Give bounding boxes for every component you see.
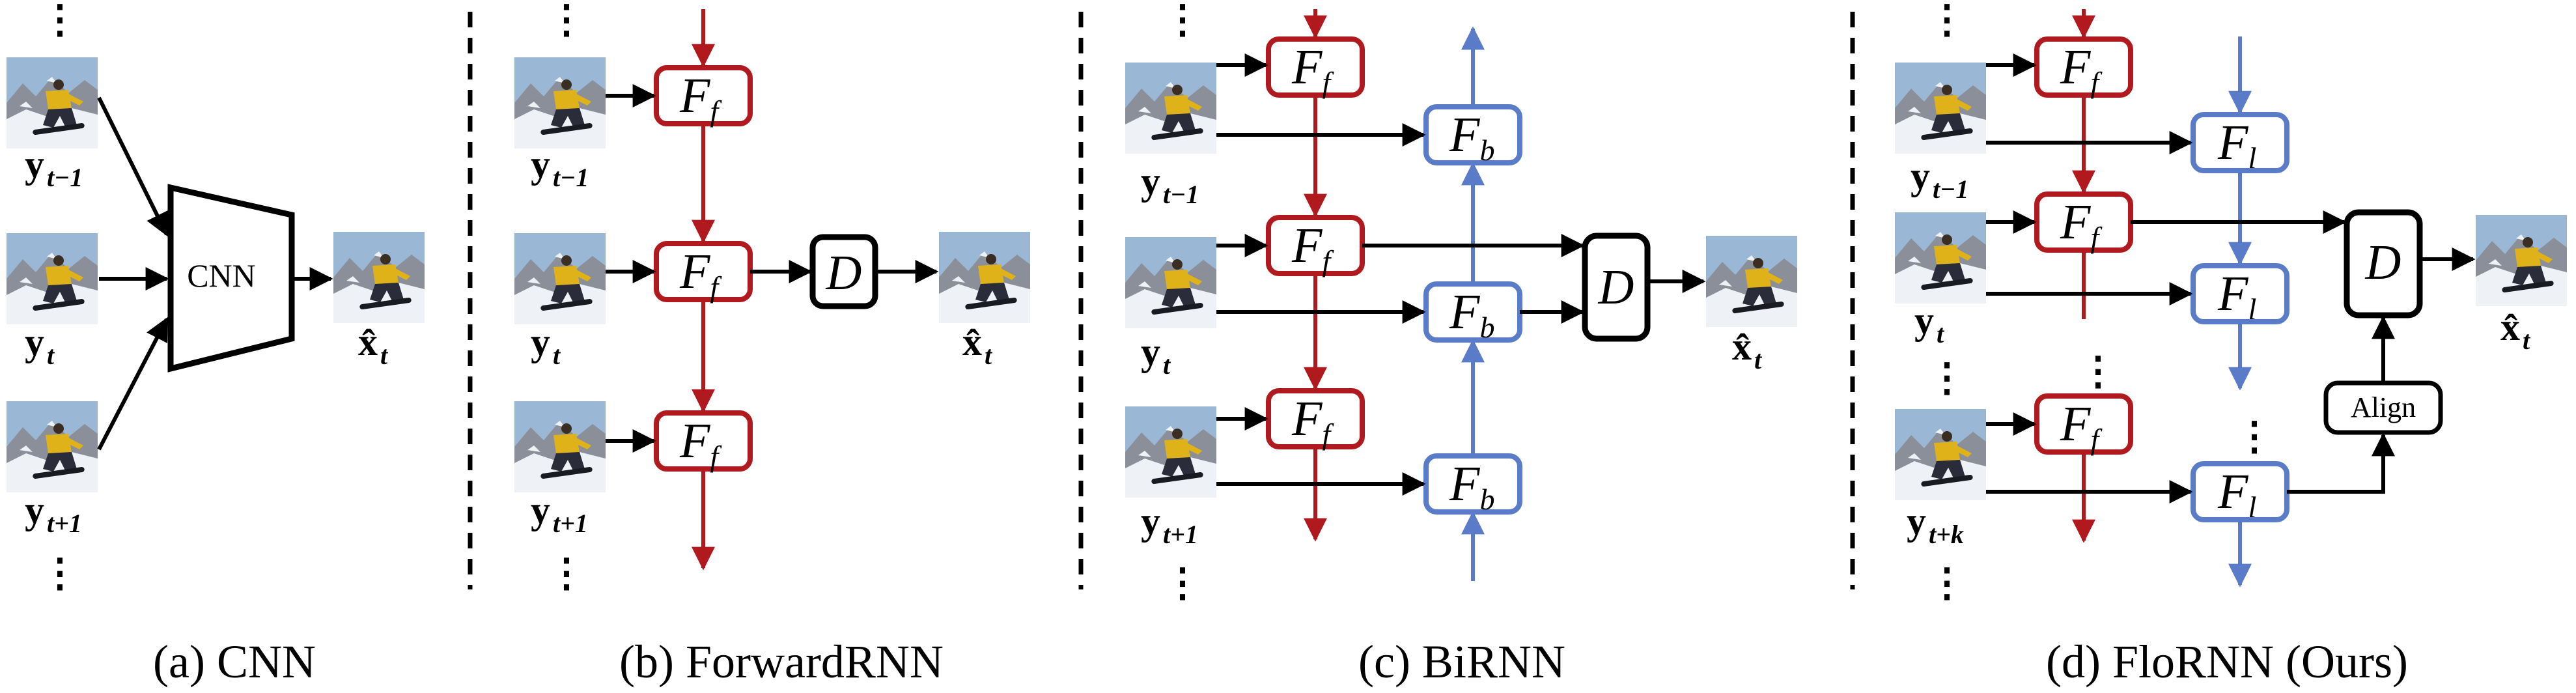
lookahead-block: [2191, 263, 2289, 324]
forward-block: [2034, 36, 2133, 98]
decoder-block: [2344, 209, 2423, 318]
forward-block: [654, 65, 753, 126]
ellipsis-middle: ⋮: [1927, 356, 1967, 399]
ellipsis-bottom: ⋮: [1163, 561, 1202, 604]
input-frame-t-minus-1: [514, 57, 606, 148]
align-label: Align: [2351, 391, 2416, 423]
decoder-label: D: [826, 246, 862, 300]
cnn-block: [167, 184, 295, 373]
backward-block: [1423, 104, 1522, 165]
ellipsis-lookahead: ⋮: [2235, 415, 2274, 458]
forward-block: [1266, 388, 1365, 449]
ellipsis-top: ⋮: [40, 0, 79, 41]
ellipsis-forward: ⋮: [2079, 350, 2118, 393]
arrow: [97, 96, 169, 237]
forward-label: Ff: [679, 244, 722, 304]
input-frame-t-plus-1: [514, 401, 606, 492]
input-frame-t-minus-1: [1895, 63, 1986, 154]
panel-separators: [468, 12, 1855, 589]
output-frame: [1706, 236, 1797, 327]
panel-caption: (d) FloRNN (Ours): [2046, 636, 2408, 688]
backward-label: Fb: [1449, 285, 1494, 344]
ellipsis-bottom: ⋮: [547, 552, 586, 595]
decoder-label: D: [1598, 260, 1634, 315]
output-label: x̂t: [1732, 325, 1763, 375]
lookahead-block: [2191, 112, 2289, 173]
input-frame-t-minus-1: [1125, 63, 1216, 154]
decoder-block: [1582, 233, 1651, 342]
input-frame-t-plus-1: [7, 401, 98, 492]
backward-block: [1423, 453, 1522, 515]
forward-block: [2034, 393, 2133, 455]
forward-label: Ff: [1291, 391, 1334, 451]
panel-caption: (b) ForwardRNN: [619, 636, 944, 688]
input-frame-t: [7, 233, 98, 324]
input-frame-t-minus-1: [7, 57, 98, 148]
lookahead-label: Fl: [2217, 266, 2256, 326]
output-frame: [939, 232, 1030, 323]
input-frame-t: [514, 233, 606, 324]
output-frame: [333, 232, 425, 323]
ellipsis-top: ⋮: [1163, 0, 1202, 41]
cnn-label: CNN: [187, 257, 256, 294]
panel-caption: (a) CNN: [153, 636, 316, 688]
forward-block: [1266, 36, 1365, 98]
backward-label: Fb: [1449, 107, 1494, 167]
decoder-label: D: [2365, 235, 2401, 290]
lookahead-label: Fl: [2217, 464, 2256, 524]
output-label: x̂t: [2500, 305, 2531, 355]
forward-label: Ff: [1291, 40, 1334, 99]
arrow: [2287, 432, 2395, 494]
lookahead-label: Fl: [2217, 115, 2256, 175]
input-frame-t-plus-k: [1895, 409, 1986, 500]
input-frame-t: [1125, 237, 1216, 328]
panel-caption: (c) BiRNN: [1358, 636, 1565, 688]
ellipsis-bottom: ⋮: [1927, 561, 1967, 604]
output-label: x̂t: [358, 320, 389, 370]
arrow: [97, 317, 169, 451]
input-frame-t-plus-1: [1125, 406, 1216, 498]
ellipsis-top: ⋮: [1927, 0, 1967, 41]
output-frame: [2476, 215, 2567, 306]
forward-block: [654, 410, 753, 472]
backward-label: Fb: [1449, 457, 1494, 516]
ellipsis-bottom: ⋮: [40, 552, 79, 595]
output-label: x̂t: [962, 320, 993, 370]
ellipsis-top: ⋮: [547, 0, 586, 41]
input-frame-t: [1895, 212, 1986, 304]
